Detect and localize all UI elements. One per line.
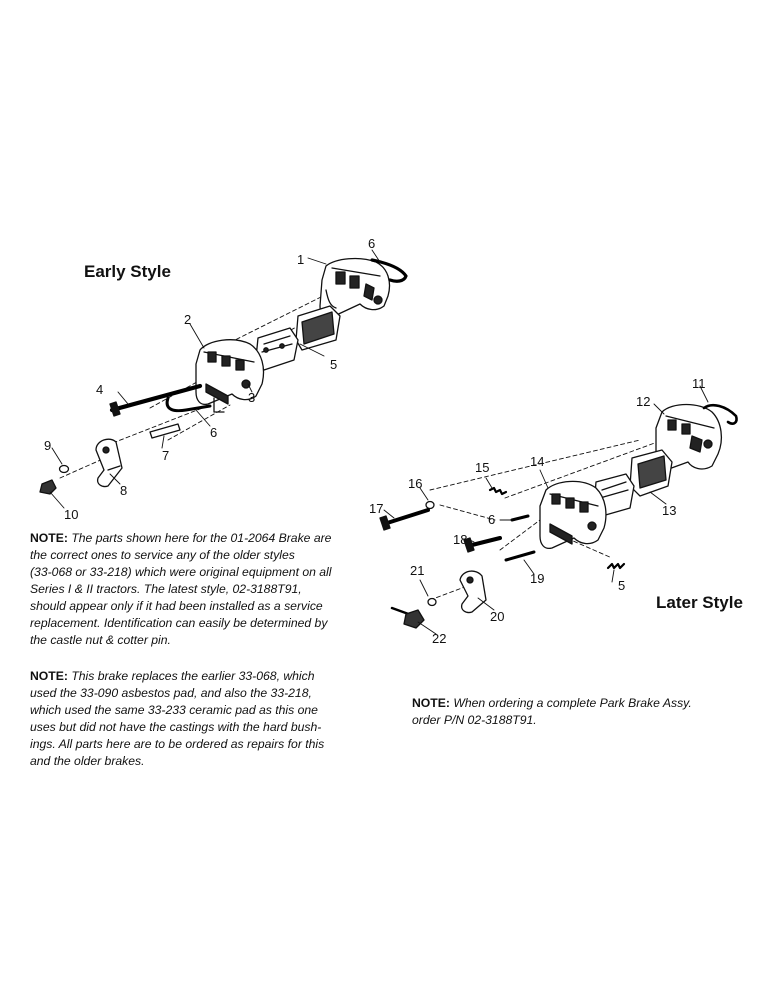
early-brake-pads <box>255 305 341 371</box>
note-1-label: NOTE: <box>30 531 68 545</box>
callout-5-early: 5 <box>330 357 337 372</box>
callout-15: 15 <box>475 460 489 475</box>
note-2-line-4: uses but did not have the castings with … <box>30 720 322 734</box>
early-lever <box>95 438 123 488</box>
callout-20: 20 <box>490 609 504 624</box>
callout-9: 9 <box>44 438 51 453</box>
later-spring-upper <box>488 486 508 496</box>
early-caliper-outer-casting <box>319 257 391 320</box>
early-bolt <box>109 383 203 417</box>
early-spring-clip-top <box>370 258 408 283</box>
early-caliper-inner-casting <box>195 339 265 413</box>
callout-8: 8 <box>120 483 127 498</box>
callout-7: 7 <box>162 448 169 463</box>
note-3-line-2: order P/N 02-3188T91. <box>412 713 537 727</box>
later-caliper-outer-casting <box>655 403 723 472</box>
early-leader-lines <box>49 249 381 509</box>
callout-2: 2 <box>184 312 191 327</box>
later-washer-upper <box>425 500 435 510</box>
note-1-line-2: the correct ones to service any of the o… <box>30 548 295 562</box>
callout-6-early-top: 6 <box>368 236 375 251</box>
callout-1: 1 <box>297 252 304 267</box>
note-1-line-1: The parts shown here for the 01-2064 Bra… <box>71 531 332 545</box>
later-caliper-inner-casting <box>539 480 607 550</box>
callout-numbers: 1 6 2 5 3 4 6 7 8 9 10 11 12 13 14 15 16… <box>44 236 706 646</box>
callout-12: 12 <box>636 394 650 409</box>
note-ordering: NOTE: When ordering a complete Park Brak… <box>412 695 752 729</box>
note-1-line-3: (33-068 or 33-218) which were original e… <box>30 565 332 579</box>
later-leader-lines <box>383 385 709 635</box>
callout-3: 3 <box>248 390 255 405</box>
note-brake-replacement: NOTE: This brake replaces the earlier 33… <box>30 668 370 770</box>
later-brake-pads <box>593 449 673 517</box>
note-1-line-4: Series I & II tractors. The latest style… <box>30 582 302 596</box>
later-washer-lower <box>427 597 437 607</box>
note-2-line-5: ings. All parts here are to be ordered a… <box>30 737 325 751</box>
note-service-parts: NOTE: The parts shown here for the 01-20… <box>30 530 370 649</box>
later-spring-clip <box>702 403 738 425</box>
callout-17: 17 <box>369 501 383 516</box>
later-castle-nut <box>390 606 425 629</box>
callout-10: 10 <box>64 507 78 522</box>
callout-19: 19 <box>530 571 544 586</box>
early-spring-clip-lower <box>165 396 212 413</box>
later-short-bolt <box>463 536 502 553</box>
callout-11: 11 <box>692 376 706 391</box>
callout-4: 4 <box>96 382 103 397</box>
note-2-label: NOTE: <box>30 669 68 683</box>
callout-21: 21 <box>410 563 424 578</box>
note-2-line-1: This brake replaces the earlier 33-068, … <box>71 669 315 683</box>
note-1-line-7: the castle nut & cotter pin. <box>30 633 171 647</box>
later-lever <box>459 570 487 614</box>
callout-13: 13 <box>662 503 676 518</box>
note-2-line-3: which used the same 33-233 ceramic pad a… <box>30 703 318 717</box>
callout-16: 16 <box>408 476 422 491</box>
note-2-line-6: and the older brakes. <box>30 754 145 768</box>
early-washer <box>58 464 70 474</box>
note-3-label: NOTE: <box>412 696 450 710</box>
callout-6-early-lower: 6 <box>210 425 217 440</box>
callout-6-later: 6 <box>488 512 495 527</box>
note-1-line-5: should appear only if it had been instal… <box>30 599 323 613</box>
later-long-bolt <box>379 508 430 531</box>
callout-18: 18 <box>453 532 467 547</box>
later-pin-long <box>504 550 536 562</box>
note-1-line-6: replacement. Identification can easily b… <box>30 616 328 630</box>
later-pin-small <box>510 514 530 522</box>
note-3-line-1: When ordering a complete Park Brake Assy… <box>453 696 692 710</box>
note-2-line-2: used the 33-090 asbestos pad, and also t… <box>30 686 312 700</box>
early-style-heading: Early Style <box>84 262 171 281</box>
early-castle-nut <box>39 479 57 495</box>
later-style-heading: Later Style <box>656 593 743 612</box>
early-pin <box>149 423 181 439</box>
callout-5-later: 5 <box>618 578 625 593</box>
later-spring-lower <box>606 562 626 570</box>
callout-14: 14 <box>530 454 544 469</box>
callout-22: 22 <box>432 631 446 646</box>
